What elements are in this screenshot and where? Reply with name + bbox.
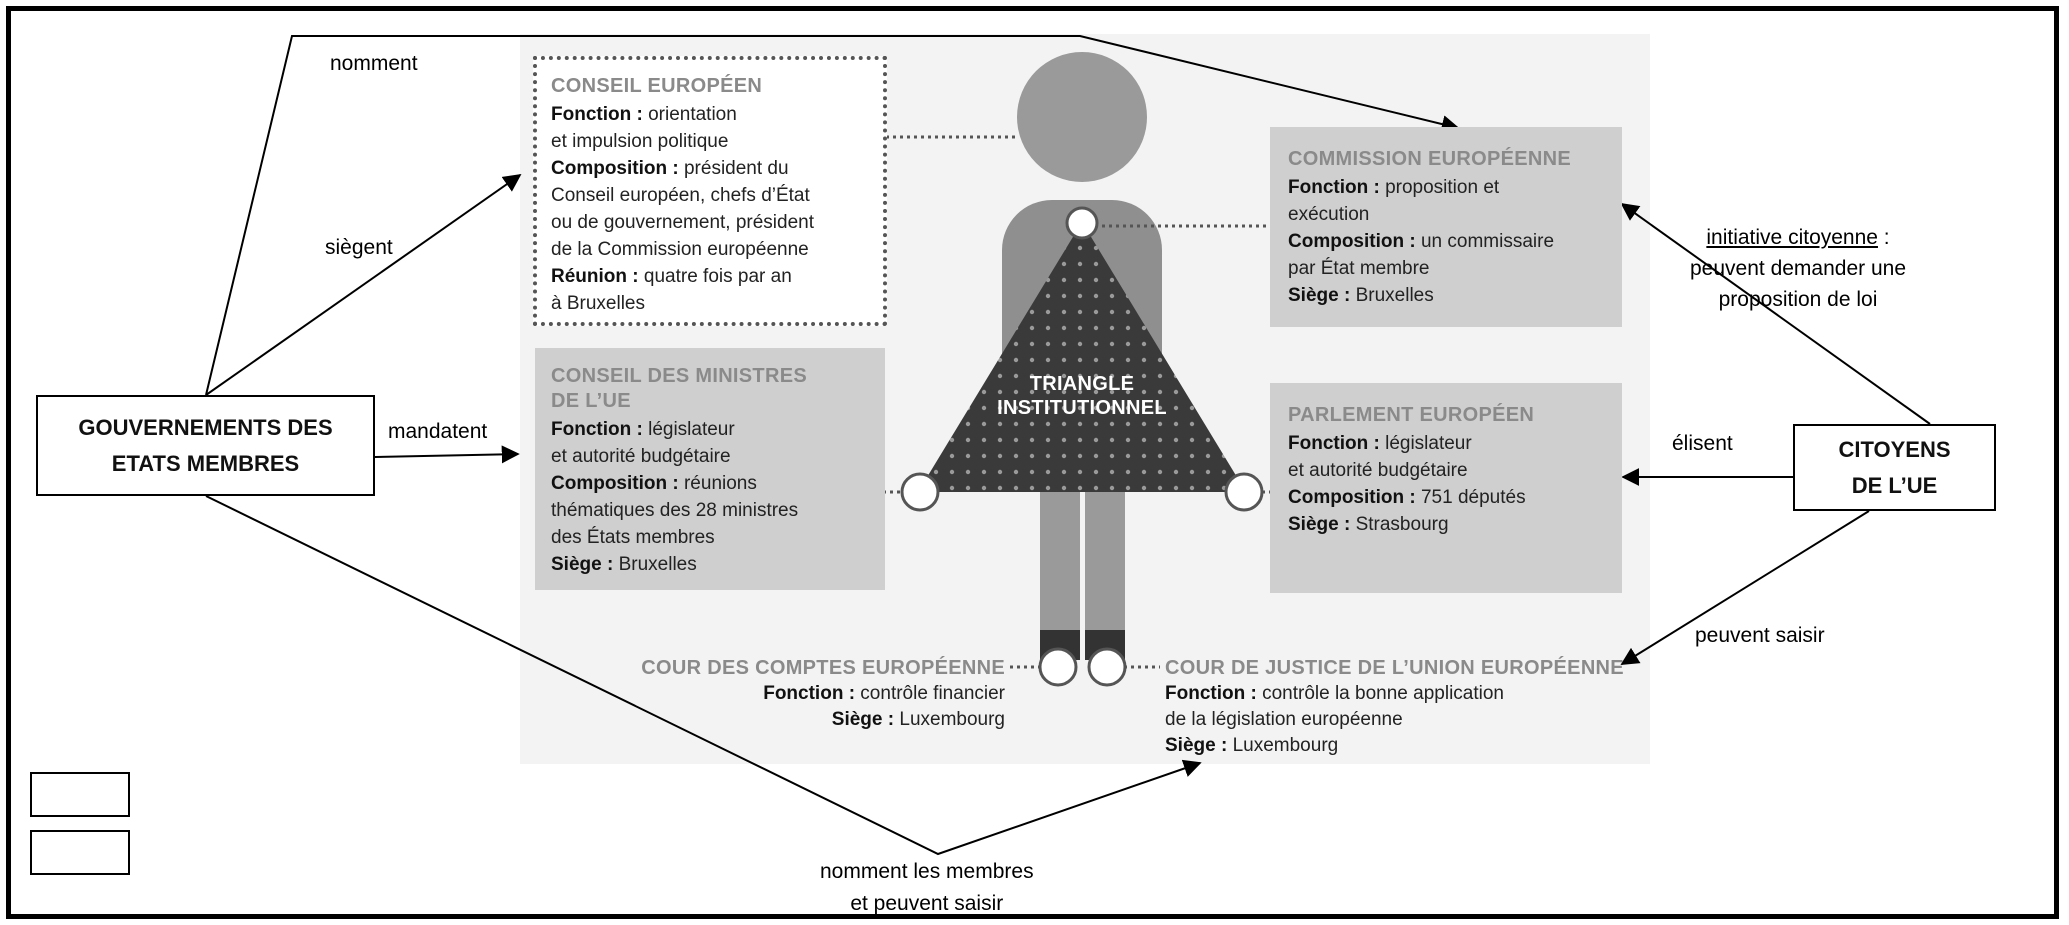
- conseil-ministres-composition-3: des États membres: [551, 527, 715, 548]
- label-nomment: nomment: [330, 52, 418, 75]
- relation-arrows: [205, 35, 1931, 856]
- cour-justice-fonction: contrôle la bonne application: [1256, 683, 1504, 704]
- conseil-ministres-composition-2: thématiques des 28 ministres: [551, 500, 799, 521]
- cour-comptes-fonction: contrôle financier: [855, 683, 1005, 704]
- commission-fonction-2: exécution: [1288, 204, 1370, 225]
- joint-neck: [1065, 206, 1099, 240]
- conseil-ministres-title: CONSEIL DES MINISTRES DE L’UE: [551, 364, 869, 414]
- label-nomment-membres-line1: nomment les membres: [820, 860, 1034, 883]
- arrow-mandatent: [374, 445, 520, 464]
- conseil-europeen-composition-4: de la Commission européenne: [551, 239, 809, 260]
- joint-left-foot: [1038, 647, 1078, 687]
- parlement-siege-label: Siège :: [1288, 514, 1351, 535]
- joint-right-foot: [1087, 647, 1127, 687]
- triangle-label-line2: INSTITUTIONNEL: [997, 397, 1167, 419]
- conseil-europeen-title: CONSEIL EUROPÉEN: [551, 75, 763, 97]
- conseil-europeen-box: CONSEIL EUROPÉEN Fonction : orientation …: [533, 56, 887, 326]
- label-mandatent: mandatent: [388, 420, 488, 443]
- cour-comptes-block: COUR DES COMPTES EUROPÉENNE Fonction : c…: [600, 655, 1005, 733]
- parlement-title: PARLEMENT EUROPÉEN: [1288, 404, 1535, 426]
- arrow-peuvent-saisir: [1620, 510, 1870, 665]
- commission-box: COMMISSION EUROPÉENNE Fonction : proposi…: [1270, 127, 1622, 327]
- commission-title: COMMISSION EUROPÉENNE: [1288, 148, 1571, 170]
- cour-comptes-fonction-label: Fonction :: [763, 683, 856, 704]
- label-initiative: initiative citoyenne : peuvent demander …: [1690, 222, 1906, 315]
- cour-comptes-siege-label: Siège :: [831, 709, 895, 730]
- cour-justice-fonction-2: de la législation européenne: [1165, 709, 1403, 730]
- label-initiative-colon: :: [1877, 226, 1890, 249]
- parlement-fonction-label: Fonction :: [1288, 433, 1380, 454]
- conseil-ministres-composition-label: Composition :: [551, 473, 679, 494]
- diagram-frame: [6, 6, 2059, 919]
- commission-siege-label: Siège :: [1288, 285, 1351, 306]
- parlement-fonction-2: et autorité budgétaire: [1288, 460, 1468, 481]
- conseil-ministres-fonction-2: et autorité budgétaire: [551, 446, 731, 467]
- label-initiative-line3: proposition de loi: [1718, 288, 1878, 311]
- parlement-composition-label: Composition :: [1288, 487, 1416, 508]
- conseil-europeen-reunion-label: Réunion :: [551, 266, 639, 287]
- commission-composition: un commissaire: [1415, 231, 1555, 252]
- conseil-ministres-fonction-label: Fonction :: [551, 419, 643, 440]
- commission-siege: Bruxelles: [1350, 285, 1434, 306]
- label-initiative-underlined: initiative citoyenne: [1706, 226, 1878, 249]
- cour-justice-siege: Luxembourg: [1227, 735, 1339, 756]
- arrow-initiative: [1620, 202, 1931, 425]
- cour-comptes-siege: Luxembourg: [894, 709, 1005, 730]
- joint-right-hand: [1224, 472, 1264, 512]
- conseil-ministres-title-2: DE L’UE: [551, 390, 631, 412]
- conseil-ministres-siege-label: Siège :: [551, 554, 614, 575]
- conseil-europeen-reunion-2: à Bruxelles: [551, 293, 645, 314]
- conseil-europeen-composition: président du: [678, 158, 789, 179]
- gouvernements-box: GOUVERNEMENTS DES ETATS MEMBRES: [36, 395, 375, 496]
- person-left-leg: [1040, 480, 1080, 640]
- parlement-composition: 751 députés: [1415, 487, 1526, 508]
- empty-box-2: [30, 830, 130, 875]
- conseil-europeen-composition-label: Composition :: [551, 158, 679, 179]
- commission-composition-label: Composition :: [1288, 231, 1416, 252]
- conseil-europeen-fonction-2: et impulsion politique: [551, 131, 729, 152]
- empty-box-1: [30, 772, 130, 817]
- cour-justice-siege-label: Siège :: [1165, 735, 1228, 756]
- commission-fonction: proposition et: [1379, 177, 1500, 198]
- cour-justice-title: COUR DE JUSTICE DE L’UNION EUROPÉENNE: [1165, 657, 1624, 679]
- institutional-triangle: [918, 222, 1246, 492]
- label-elisent: élisent: [1672, 432, 1733, 455]
- joint-left-hand: [900, 472, 940, 512]
- joint-circles: [900, 206, 1264, 687]
- arrow-siegent: [205, 173, 522, 396]
- label-nomment-membres-line2: et peuvent saisir: [850, 892, 1004, 915]
- conseil-ministres-title-1: CONSEIL DES MINISTRES: [551, 365, 807, 387]
- label-siegent: siègent: [325, 236, 393, 259]
- conseil-ministres-fonction: législateur: [642, 419, 735, 440]
- commission-composition-2: par État membre: [1288, 258, 1430, 279]
- parlement-siege: Strasbourg: [1350, 514, 1449, 535]
- triangle-label: TRIANGLE INSTITUTIONNEL: [984, 372, 1180, 420]
- cour-justice-fonction-label: Fonction :: [1165, 683, 1257, 704]
- cour-comptes-title: COUR DES COMPTES EUROPÉENNE: [641, 657, 1005, 679]
- person-right-leg: [1085, 480, 1125, 640]
- person-figure: [918, 52, 1246, 660]
- person-head: [1017, 52, 1147, 182]
- conseil-europeen-composition-2: Conseil européen, chefs d’État: [551, 185, 810, 206]
- cour-justice-block: COUR DE JUSTICE DE L’UNION EUROPÉENNE Fo…: [1165, 655, 1635, 759]
- conseil-europeen-composition-3: ou de gouvernement, président: [551, 212, 815, 233]
- conseil-ministres-siege: Bruxelles: [613, 554, 697, 575]
- arrow-nomment: [205, 35, 1460, 396]
- parlement-box: PARLEMENT EUROPÉEN Fonction : législateu…: [1270, 383, 1622, 593]
- arrow-nomment-membres: [205, 495, 1202, 856]
- label-nomment-membres: nomment les membres et peuvent saisir: [820, 856, 1034, 920]
- conseil-europeen-fonction: orientation: [642, 104, 737, 125]
- commission-fonction-label: Fonction :: [1288, 177, 1380, 198]
- conseil-ministres-composition: réunions: [678, 473, 757, 494]
- label-peuvent-saisir: peuvent saisir: [1695, 624, 1825, 647]
- parlement-fonction: législateur: [1379, 433, 1472, 454]
- triangle-label-line1: TRIANGLE: [1029, 373, 1135, 395]
- conseil-europeen-reunion: quatre fois par an: [638, 266, 792, 287]
- citoyens-box: CITOYENS DE L’UE: [1793, 424, 1996, 511]
- label-initiative-line2: peuvent demander une: [1690, 257, 1906, 280]
- conseil-europeen-fonction-label: Fonction :: [551, 104, 643, 125]
